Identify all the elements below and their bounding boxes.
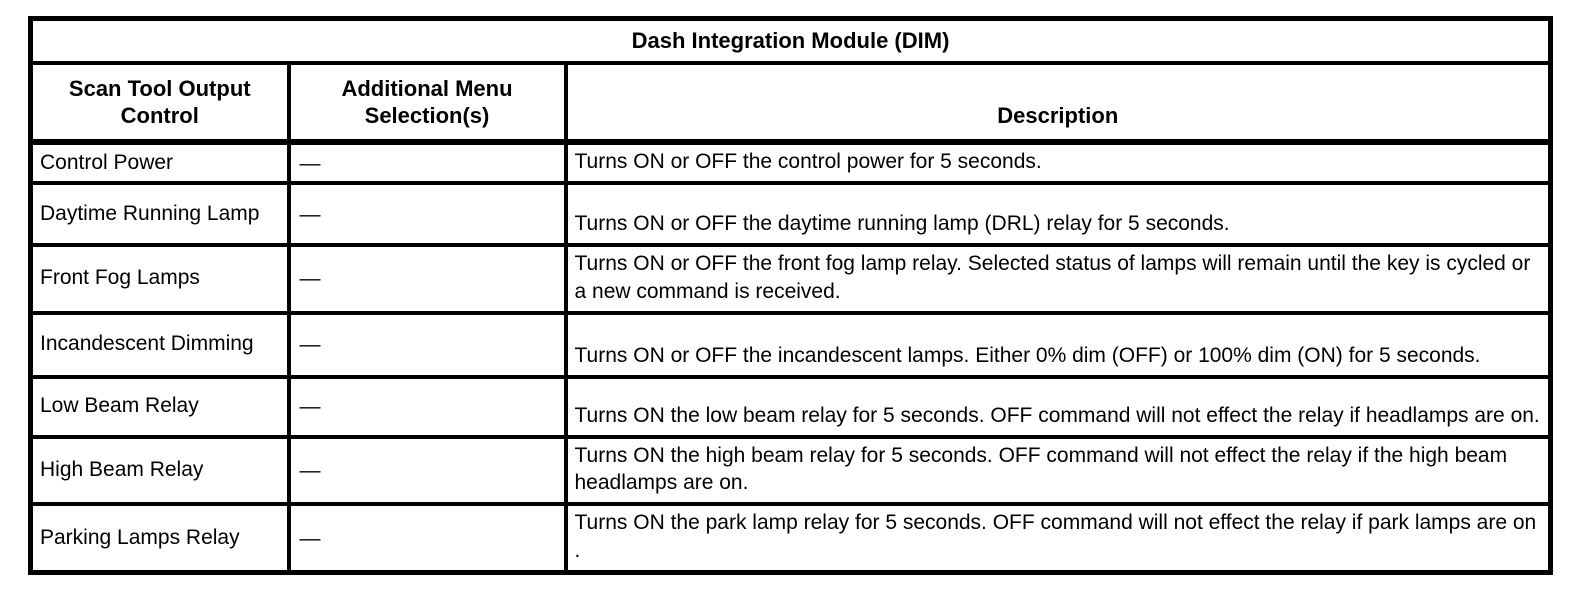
table-row: Incandescent Dimming — Turns ON or OFF t… — [28, 310, 1553, 379]
menu-selection-cell: — — [286, 181, 568, 248]
control-name-cell: Low Beam Relay — [28, 374, 291, 439]
description-cell: Turns ON or OFF the control power for 5 … — [563, 139, 1553, 186]
control-name-cell: Incandescent Dimming — [28, 310, 291, 379]
document-page: Dash Integration Module (DIM) Scan Tool … — [28, 16, 1554, 576]
dim-output-controls-table: Dash Integration Module (DIM) Scan Tool … — [28, 16, 1554, 576]
description-cell: Turns ON or OFF the daytime running lamp… — [563, 181, 1553, 248]
table-header-row: Scan Tool Output Control Additional Menu… — [28, 61, 1553, 145]
column-header-scan-tool-output-control: Scan Tool Output Control — [28, 61, 291, 145]
control-name-cell: High Beam Relay — [28, 434, 291, 507]
description-cell: Turns ON the high beam relay for 5 secon… — [563, 434, 1553, 507]
table-row: Low Beam Relay — Turns ON the low beam r… — [28, 374, 1553, 439]
control-name-cell: Control Power — [28, 139, 291, 186]
description-cell: Turns ON or OFF the front fog lamp relay… — [563, 243, 1553, 315]
menu-selection-cell: — — [286, 502, 568, 575]
menu-selection-cell: — — [286, 434, 568, 507]
menu-selection-cell: — — [286, 310, 568, 379]
column-header-additional-menu-selections: Additional Menu Selection(s) — [286, 61, 568, 145]
menu-selection-cell: — — [286, 243, 568, 315]
description-cell: Turns ON the park lamp relay for 5 secon… — [563, 502, 1553, 575]
menu-selection-cell: — — [286, 374, 568, 439]
column-header-description: Description — [563, 61, 1553, 145]
control-name-cell: Daytime Running Lamp — [28, 181, 291, 248]
table-row: High Beam Relay — Turns ON the high beam… — [28, 434, 1553, 507]
table-row: Parking Lamps Relay — Turns ON the park … — [28, 502, 1553, 575]
table-title: Dash Integration Module (DIM) — [28, 16, 1553, 65]
table-row: Control Power — Turns ON or OFF the cont… — [28, 139, 1553, 186]
table-row: Daytime Running Lamp — Turns ON or OFF t… — [28, 181, 1553, 248]
table-title-row: Dash Integration Module (DIM) — [28, 16, 1553, 65]
table-row: Front Fog Lamps — Turns ON or OFF the fr… — [28, 243, 1553, 315]
description-cell: Turns ON or OFF the incandescent lamps. … — [563, 310, 1553, 379]
control-name-cell: Parking Lamps Relay — [28, 502, 291, 575]
control-name-cell: Front Fog Lamps — [28, 243, 291, 315]
menu-selection-cell: — — [286, 139, 568, 186]
description-cell: Turns ON the low beam relay for 5 second… — [563, 374, 1553, 439]
